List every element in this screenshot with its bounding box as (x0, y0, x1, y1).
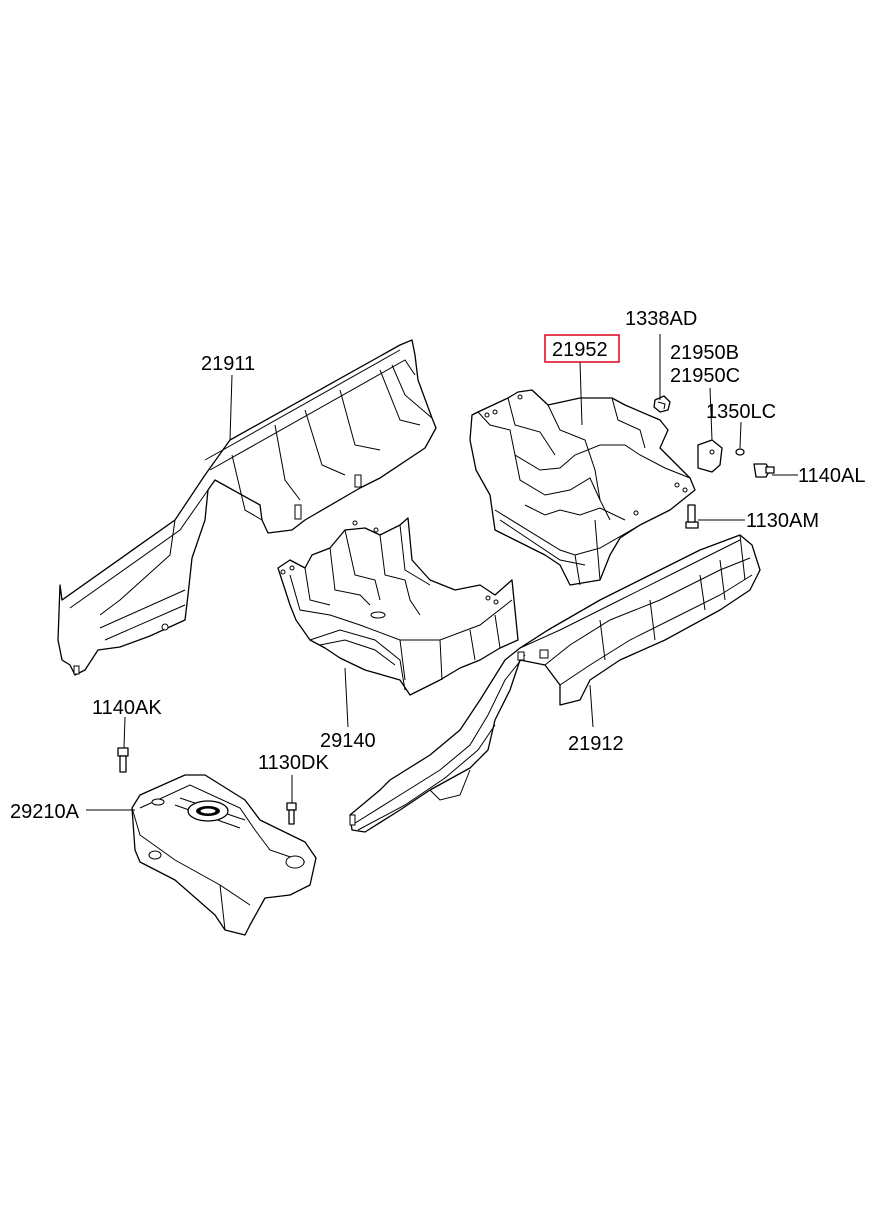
part-21950-bracket-drawing[interactable] (697, 439, 723, 473)
part-21911-drawing[interactable] (57, 339, 437, 676)
part-1130AM-drawing[interactable] (685, 504, 699, 529)
label-1140AL[interactable]: 1140AL (798, 465, 865, 487)
label-1130AM[interactable]: 1130AM (746, 510, 819, 532)
part-21952-drawing[interactable] (469, 389, 696, 586)
leader-lines (86, 334, 798, 811)
highlight-box-21952 (544, 334, 620, 363)
label-1350LC[interactable]: 1350LC (706, 401, 776, 423)
part-29140-drawing[interactable] (277, 517, 519, 696)
label-21950B[interactable]: 21950B (670, 342, 739, 364)
part-1140AK-drawing[interactable] (117, 747, 129, 773)
label-21911[interactable]: 21911 (201, 353, 255, 375)
part-29210A-drawing[interactable] (131, 774, 317, 936)
label-1140AK[interactable]: 1140AK (92, 697, 162, 719)
label-29210A[interactable]: 29210A (10, 801, 80, 823)
label-21912[interactable]: 21912 (568, 733, 624, 755)
label-1338AD[interactable]: 1338AD (625, 308, 697, 330)
part-1140AL-drawing[interactable] (753, 463, 775, 478)
part-1130DK-drawing[interactable] (286, 802, 297, 825)
label-1130DK[interactable]: 1130DK (258, 752, 329, 774)
label-21952[interactable]: 21952 (552, 339, 608, 361)
label-29140[interactable]: 29140 (320, 730, 376, 752)
label-21950C[interactable]: 21950C (670, 365, 740, 387)
part-1338AD-drawing[interactable] (653, 395, 671, 413)
part-1350LC-drawing[interactable] (735, 448, 745, 456)
part-21912-drawing[interactable] (349, 534, 761, 833)
